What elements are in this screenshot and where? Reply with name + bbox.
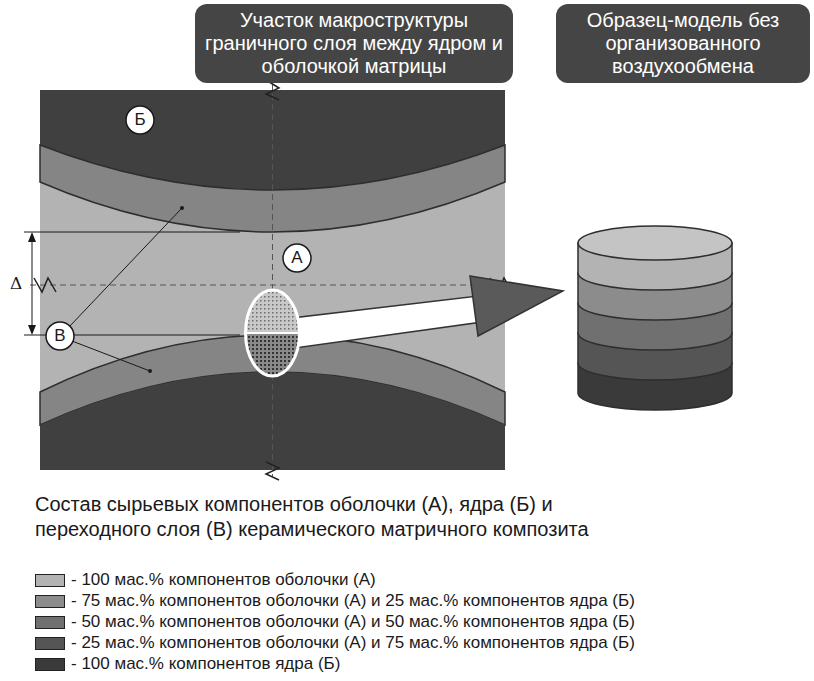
break-mark <box>34 278 56 292</box>
legend-row: - 75 мас.% компонентов оболочки (А) и 25… <box>35 591 635 611</box>
legend-swatch <box>35 574 65 587</box>
header-box: Образец-модель без организованного возду… <box>556 4 810 83</box>
leader-dot <box>180 206 184 210</box>
cylinder-model <box>578 226 732 410</box>
callout-letter: Б <box>124 104 156 136</box>
header-text: Образец-модель без организованного возду… <box>566 9 800 78</box>
break-mark <box>266 462 279 480</box>
center-line <box>272 84 273 476</box>
sample-outline <box>246 290 300 376</box>
arrow-shaft <box>292 296 482 348</box>
callout-circle: А <box>281 242 313 274</box>
legend-swatch <box>35 637 65 650</box>
legend-caption: Состав сырьевых компонентов оболочки (А)… <box>35 492 635 542</box>
extension-line <box>24 232 240 233</box>
legend-row: - 25 мас.% компонентов оболочки (А) и 75… <box>35 633 635 653</box>
break-mark <box>266 80 279 100</box>
leader-line <box>69 208 182 327</box>
sample-area <box>246 290 300 333</box>
legend-text: - 100 мас.% компонентов оболочки (А) <box>71 570 376 590</box>
legend-text: - 75 мас.% компонентов оболочки (А) и 25… <box>71 591 635 611</box>
legend-swatch <box>35 595 65 608</box>
sample-area <box>246 333 300 376</box>
legend-row: - 100 мас.% компонентов оболочки (А) <box>35 570 376 590</box>
callout-circle: Б <box>124 104 156 136</box>
dimension-line <box>32 236 33 331</box>
header-text: Участок макроструктуры граничного слоя м… <box>205 9 503 78</box>
legend-swatch <box>35 658 65 671</box>
dimension-arrow <box>28 325 36 335</box>
sample-divider <box>246 332 300 334</box>
legend-text: - 100 мас.% компонентов ядра (Б) <box>71 654 340 674</box>
callout-letter: А <box>281 242 313 274</box>
leader-dot <box>148 369 152 373</box>
dimension-label: Δ <box>10 273 22 293</box>
legend-row: - 50 мас.% компонентов оболочки (А) и 50… <box>35 612 635 632</box>
center-line <box>30 285 515 286</box>
callout-letter: В <box>44 320 76 352</box>
legend-row: - 100 мас.% компонентов ядра (Б) <box>35 654 340 674</box>
callout-circle: В <box>44 320 76 352</box>
leader-line <box>72 341 150 371</box>
header-box: Участок макроструктуры граничного слоя м… <box>195 4 513 83</box>
legend-swatch <box>35 616 65 629</box>
cylinder-top <box>578 226 732 260</box>
dimension-arrow <box>28 232 36 242</box>
legend-text: - 25 мас.% компонентов оболочки (А) и 75… <box>71 633 635 653</box>
arrow-head <box>470 276 563 336</box>
legend-text: - 50 мас.% компонентов оболочки (А) и 50… <box>71 612 635 632</box>
